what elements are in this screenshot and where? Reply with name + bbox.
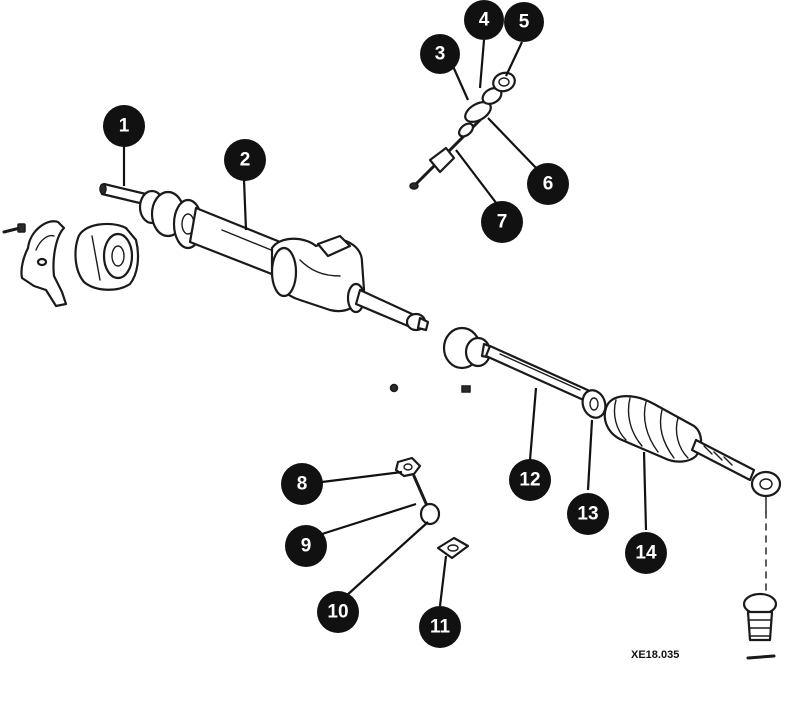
callout-label: 7 [497, 212, 508, 233]
callout-label: 13 [577, 504, 598, 525]
callout-1: 1 [103, 105, 145, 147]
callout-11: 11 [419, 606, 461, 648]
callout-13: 13 [567, 493, 609, 535]
callout-2: 2 [224, 139, 266, 181]
callout-label: 9 [301, 536, 312, 557]
small-nut [389, 383, 399, 393]
ball-joint-stud [742, 592, 778, 660]
callout-14: 14 [625, 532, 667, 574]
reference-code: XE18.035 [631, 649, 679, 661]
callout-6: 6 [527, 163, 569, 205]
callout-label: 8 [297, 474, 308, 495]
pinion-assembly [409, 71, 516, 190]
callout-8: 8 [281, 463, 323, 505]
leader-lines [122, 39, 648, 607]
callout-label: 5 [519, 12, 530, 33]
callout-label: 10 [327, 602, 348, 623]
part-drawings [2, 71, 782, 660]
callout-label: 12 [519, 470, 540, 491]
mounting-clamp [20, 220, 68, 308]
callout-9: 9 [285, 525, 327, 567]
callout-label: 4 [479, 10, 490, 31]
callout-label: 11 [430, 617, 451, 638]
callout-7: 7 [481, 201, 523, 243]
callout-label: 14 [635, 543, 657, 564]
callout-10: 10 [317, 591, 359, 633]
mounting-bush [74, 222, 140, 291]
callout-label: 3 [435, 44, 446, 65]
callout-4: 4 [464, 0, 504, 40]
adjuster-parts [394, 456, 470, 560]
callout-label: 2 [240, 150, 251, 171]
callout-5: 5 [504, 2, 544, 42]
callout-12: 12 [509, 459, 551, 501]
tie-rod-assembly [442, 326, 782, 591]
callout-label: 6 [543, 174, 554, 195]
callouts: 1 2 3 4 5 6 7 8 [103, 0, 667, 648]
small-nut [461, 385, 471, 393]
mounting-bolt [2, 223, 26, 234]
rack-housing [99, 182, 430, 332]
callout-3: 3 [420, 34, 460, 74]
callout-label: 1 [119, 116, 130, 137]
